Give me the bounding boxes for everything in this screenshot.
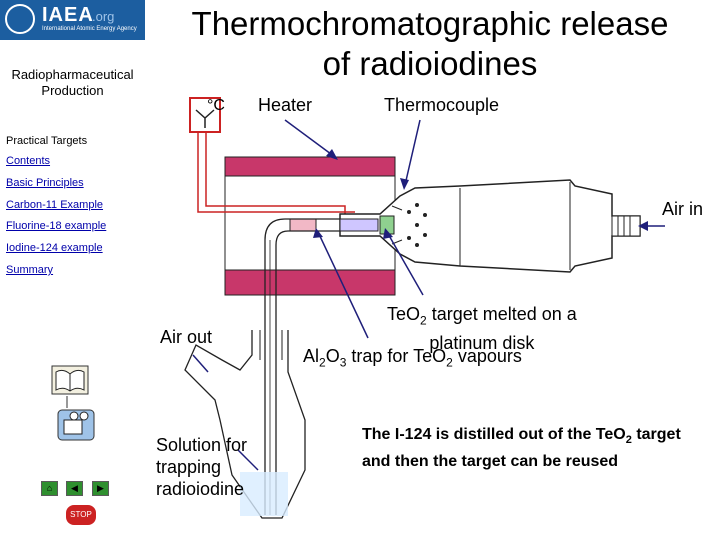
practical-targets-heading: Practical Targets xyxy=(6,135,88,147)
sidebar-icons xyxy=(51,365,95,441)
nav-link-fluorine-18[interactable]: Fluorine-18 example xyxy=(6,220,107,232)
air-in-label: Air in xyxy=(662,199,704,219)
atom-icon xyxy=(5,4,35,34)
collection-flask xyxy=(184,330,306,519)
book-icon[interactable] xyxy=(51,365,89,395)
annotation-arrows xyxy=(192,119,665,471)
nav-link-summary[interactable]: Summary xyxy=(6,264,54,276)
heater-block xyxy=(224,156,396,296)
quartz-wool-plug xyxy=(289,218,317,232)
movie-camera-icon[interactable] xyxy=(57,409,95,441)
alumina-trap xyxy=(339,218,379,232)
nav-link-iodine-124[interactable]: Iodine-124 example xyxy=(6,242,103,254)
logo-subtitle: International Atomic Energy Agency xyxy=(42,26,137,32)
temperature-controller-icon xyxy=(189,97,221,133)
target-vessel xyxy=(339,179,641,273)
nav-link-contents[interactable]: Contents xyxy=(6,155,51,167)
back-button[interactable]: ◀ xyxy=(66,481,83,496)
distillation-note: The I-124 is distilled out of the TeO2 t… xyxy=(362,426,681,471)
trap-label: Al2O3 trap for TeO2 vapours xyxy=(303,346,522,370)
logo-text: IAEA xyxy=(42,4,94,26)
heater-label: Heater xyxy=(258,95,313,115)
page-title: Thermochromatographic release of radioio… xyxy=(191,5,669,82)
logo-org: .org xyxy=(92,9,115,24)
section-title: Radiopharmaceutical Production xyxy=(11,67,134,98)
home-button[interactable]: ⌂ xyxy=(41,481,58,496)
transfer-tube xyxy=(264,218,340,515)
sidebar: IAEA .org International Atomic Energy Ag… xyxy=(0,0,145,540)
temperature-unit-label: °C xyxy=(207,97,225,114)
thermocouple-label: Thermocouple xyxy=(384,95,500,115)
iaea-logo: IAEA .org International Atomic Energy Ag… xyxy=(0,0,145,40)
stop-button[interactable]: STOP xyxy=(66,505,96,525)
forward-button[interactable]: ▶ xyxy=(92,481,109,496)
target-label: TeO2 target melted on a platinum disk xyxy=(387,304,577,353)
solution-label: Solution for trapping radioiodine xyxy=(156,435,248,499)
nav-link-carbon-11[interactable]: Carbon-11 Example xyxy=(6,199,104,211)
nav-link-basic-principles[interactable]: Basic Principles xyxy=(6,177,84,189)
air-out-label: Air out xyxy=(160,327,213,347)
